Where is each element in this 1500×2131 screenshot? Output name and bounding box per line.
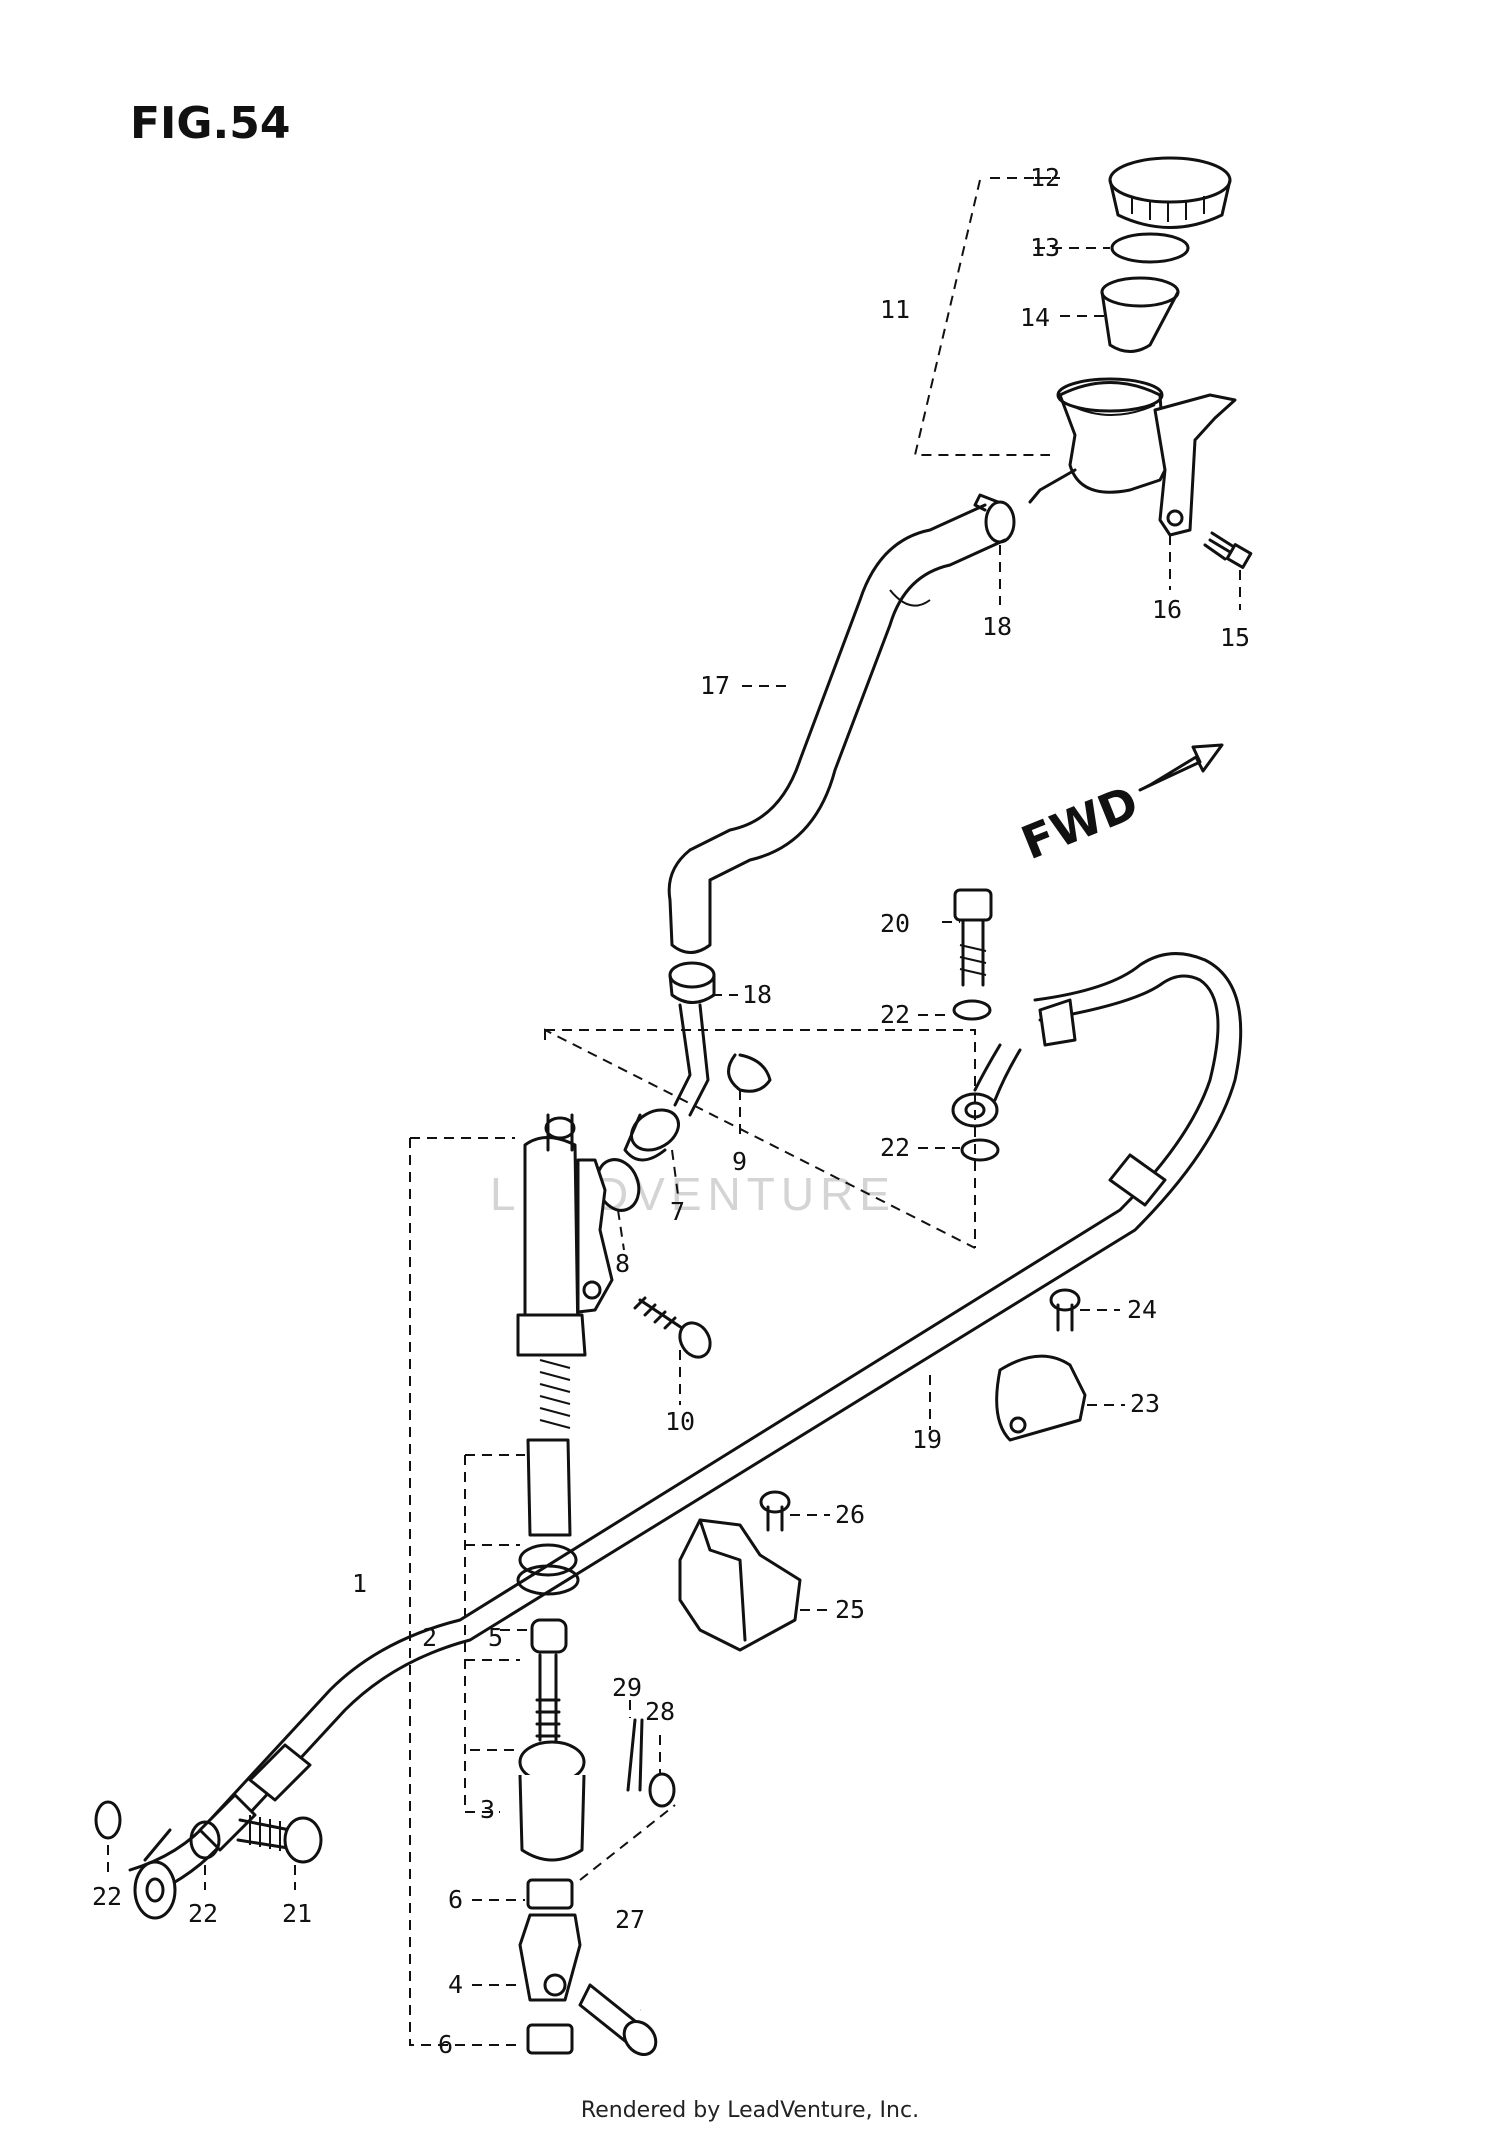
- union-bolt-upper: [953, 888, 993, 987]
- callout-7: 7: [670, 1197, 685, 1226]
- callout-24: 24: [1127, 1295, 1157, 1324]
- footer-credit: Rendered by LeadVenture, Inc.: [580, 2098, 920, 2123]
- hose-clamp-lower: [668, 961, 716, 1004]
- clevis: [518, 1913, 582, 2002]
- callout-3: 3: [480, 1795, 495, 1824]
- cotter-pin: [626, 1718, 644, 1792]
- callout-4: 4: [448, 1970, 463, 1999]
- boot-seal: [530, 1618, 568, 1654]
- fwd-indicator: FWD: [1014, 743, 1224, 870]
- screw-10: [633, 1296, 712, 1359]
- washer-22-b: [960, 1138, 1000, 1162]
- callout-28: 28: [645, 1697, 675, 1726]
- union-bolt-lower: [236, 1815, 323, 1864]
- callout-2: 2: [422, 1623, 437, 1652]
- callout-23: 23: [1130, 1389, 1160, 1418]
- callout-6-a: 6: [448, 1885, 463, 1914]
- callout-22-c: 22: [92, 1882, 122, 1911]
- callout-19: 19: [912, 1425, 942, 1454]
- callout-6-b: 6: [438, 2030, 453, 2059]
- callout-26: 26: [835, 1500, 865, 1529]
- washer-22-d: [189, 1820, 221, 1860]
- snap-ring: [727, 1053, 772, 1093]
- callout-12: 12: [1030, 163, 1060, 192]
- callout-9: 9: [732, 1147, 747, 1176]
- reservoir-tank: [1028, 377, 1237, 537]
- callout-25: 25: [835, 1595, 865, 1624]
- callout-27: 27: [615, 1905, 645, 1934]
- push-rod: [535, 1653, 561, 1742]
- callout-18-upper: 18: [982, 612, 1012, 641]
- hose-clamp-23: [995, 1354, 1087, 1442]
- reservoir-hose: [667, 503, 1007, 954]
- spring: [539, 1359, 571, 1429]
- reservoir-cap: [1108, 156, 1232, 229]
- callout-14: 14: [1020, 303, 1050, 332]
- hose-guide-25: [678, 1518, 802, 1652]
- callout-13: 13: [1030, 233, 1060, 262]
- brake-hose: [128, 952, 1243, 1897]
- callout-16: 16: [1152, 595, 1182, 624]
- piston: [516, 1438, 580, 1596]
- leader-lines: [107, 177, 1241, 2046]
- lower-nut: [526, 2023, 574, 2055]
- washer-22-a: [952, 999, 992, 1021]
- callout-10: 10: [665, 1407, 695, 1436]
- lock-nut: [526, 1878, 574, 1910]
- callout-17: 17: [700, 671, 730, 700]
- screw-26: [759, 1490, 791, 1532]
- diaphragm-plate: [1110, 232, 1190, 264]
- fwd-label: FWD: [1014, 775, 1146, 870]
- washer-22-c: [94, 1800, 122, 1840]
- hose-clamp-upper: [973, 493, 1016, 544]
- callout-labels: 12 13 11 14 18 16 15 17 20 18 22 9 22 7 …: [92, 163, 1250, 2059]
- callout-20: 20: [880, 909, 910, 938]
- callout-29: 29: [612, 1673, 642, 1702]
- callout-1: 1: [352, 1569, 367, 1598]
- callout-21: 21: [282, 1899, 312, 1928]
- rubber-boot: [518, 1740, 586, 1862]
- master-cylinder: [516, 1113, 614, 1357]
- callout-8: 8: [615, 1249, 630, 1278]
- bolt-24: [1049, 1288, 1081, 1332]
- callout-11: 11: [880, 295, 910, 324]
- bolt-15: [1203, 531, 1253, 569]
- fwd-arrow-icon: [1138, 743, 1224, 792]
- diaphragm: [1100, 276, 1180, 353]
- clevis-pin: [578, 1983, 658, 2056]
- callout-22-a: 22: [880, 1000, 910, 1029]
- callout-22-b: 22: [880, 1133, 910, 1162]
- banjo-fitting-lower: [133, 1828, 177, 1920]
- elbow-fitting: [623, 1003, 710, 1162]
- figure-label: FIG.54: [130, 98, 291, 149]
- callout-15: 15: [1220, 623, 1250, 652]
- callout-5: 5: [488, 1623, 503, 1652]
- callout-22-d: 22: [188, 1899, 218, 1928]
- washer-28: [648, 1772, 676, 1808]
- callout-18-lower: 18: [742, 980, 772, 1009]
